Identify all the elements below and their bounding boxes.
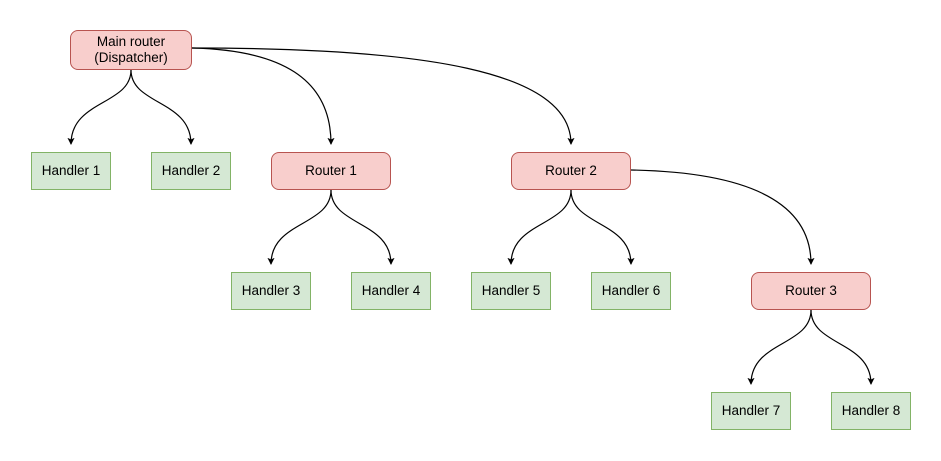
node-handler4[interactable]: Handler 4: [351, 272, 431, 310]
node-router1[interactable]: Router 1: [271, 152, 391, 190]
edge-main-to-handler1: [67, 69, 132, 145]
edge-main-to-handler2: [130, 69, 195, 145]
node-handler1[interactable]: Handler 1: [31, 152, 111, 190]
edge-main-to-router1: [191, 47, 335, 145]
node-handler8[interactable]: Handler 8: [831, 392, 911, 430]
node-router3[interactable]: Router 3: [751, 272, 871, 310]
node-label-handler8: Handler 8: [841, 403, 901, 418]
edge-router2-to-router3: [630, 169, 815, 265]
edge-router3-to-handler7: [747, 309, 812, 385]
edge-router1-to-handler4: [330, 189, 395, 265]
node-label-handler5: Handler 5: [481, 283, 541, 298]
edge-router1-to-handler3: [267, 189, 332, 265]
node-main[interactable]: Main router (Dispatcher): [70, 30, 192, 70]
node-label-handler2: Handler 2: [161, 163, 221, 178]
edges-group: [67, 47, 875, 385]
node-label-handler4: Handler 4: [361, 283, 421, 298]
node-router2[interactable]: Router 2: [511, 152, 631, 190]
node-handler3[interactable]: Handler 3: [231, 272, 311, 310]
edge-router2-to-handler6: [570, 189, 635, 265]
node-handler7[interactable]: Handler 7: [711, 392, 791, 430]
node-label-router2: Router 2: [545, 163, 597, 178]
edge-router3-to-handler8: [810, 309, 875, 385]
node-label-handler7: Handler 7: [721, 403, 781, 418]
node-handler2[interactable]: Handler 2: [151, 152, 231, 190]
node-label-router1: Router 1: [305, 163, 357, 178]
node-label-handler6: Handler 6: [601, 283, 661, 298]
node-label-handler1: Handler 1: [41, 163, 101, 178]
edge-main-to-router2: [191, 47, 575, 145]
node-label-main: Main router (Dispatcher): [94, 34, 168, 65]
edge-router2-to-handler5: [507, 189, 572, 265]
node-handler6[interactable]: Handler 6: [591, 272, 671, 310]
node-handler5[interactable]: Handler 5: [471, 272, 551, 310]
node-label-handler3: Handler 3: [241, 283, 301, 298]
node-label-router3: Router 3: [785, 283, 837, 298]
